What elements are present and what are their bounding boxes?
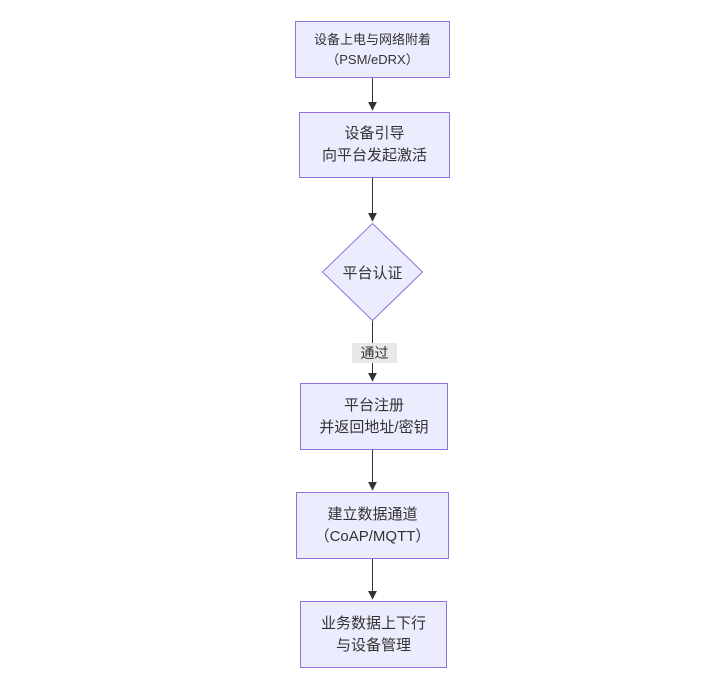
- node-line: 设备上电与网络附着: [313, 31, 431, 47]
- node-line: 业务数据上下行: [320, 614, 426, 632]
- node-line: 平台注册: [343, 396, 404, 414]
- node-line: 并返回地址/密钥: [319, 418, 429, 436]
- node-business-data: 业务数据上下行 与设备管理: [300, 601, 447, 668]
- node-power-network-attach: 设备上电与网络附着 （PSM/eDRX）: [295, 21, 450, 78]
- node-line: （PSM/eDRX）: [326, 51, 419, 67]
- node-platform-register: 平台注册 并返回地址/密钥: [300, 383, 448, 450]
- node-line: 建立数据通道: [327, 505, 418, 523]
- node-data-channel: 建立数据通道 （CoAP/MQTT）: [296, 492, 449, 559]
- node-platform-auth-decision: 平台认证: [322, 223, 423, 321]
- node-line: 平台认证: [342, 264, 403, 282]
- node-line: 设备引导: [344, 125, 405, 142]
- edge-label-pass: 通过: [352, 343, 397, 363]
- diamond-shape: [322, 223, 423, 321]
- node-line: 与设备管理: [335, 636, 411, 654]
- node-line: 向平台发起激活: [321, 147, 427, 164]
- node-line: （CoAP/MQTT）: [314, 527, 431, 545]
- node-device-bootstrap: 设备引导 向平台发起激活: [299, 112, 450, 178]
